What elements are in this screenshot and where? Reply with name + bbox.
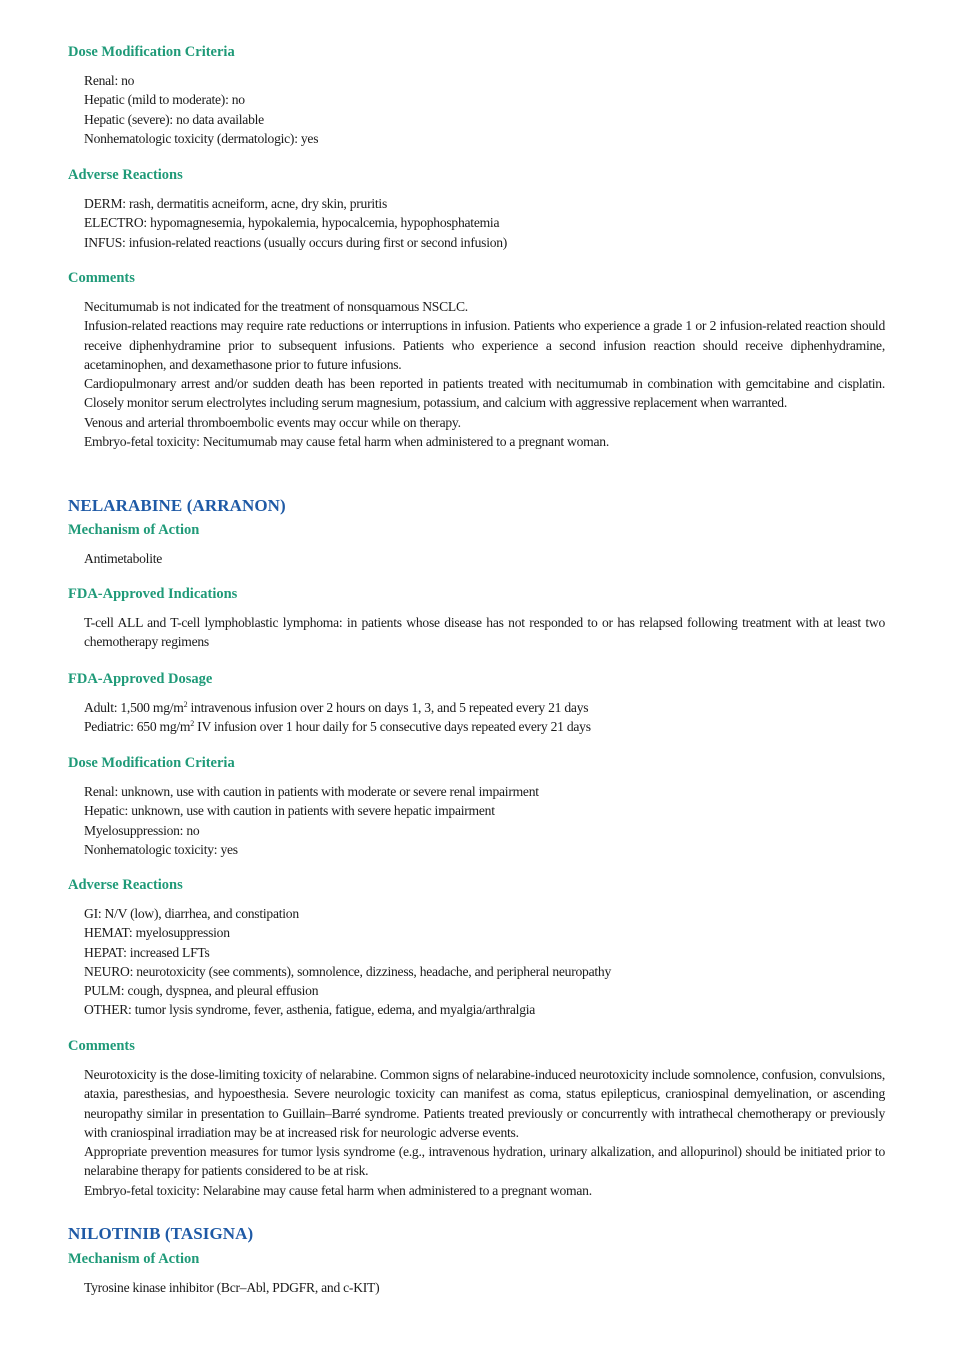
mechanism-heading: Mechanism of Action bbox=[68, 1251, 200, 1267]
mechanism-text: Tyrosine kinase inhibitor (Bcr–Abl, PDGF… bbox=[84, 1280, 380, 1295]
comments-list: Necitumumab is not indicated for the tre… bbox=[84, 297, 885, 451]
drug-title-nelarabine: NELARABINE (ARRANON) bbox=[68, 496, 286, 515]
list-item: NEURO: neurotoxicity (see comments), som… bbox=[84, 963, 611, 979]
dose-modification-heading: Dose Modification Criteria bbox=[68, 755, 235, 771]
list-item: Nonhematologic toxicity: yes bbox=[84, 841, 238, 857]
comment-paragraph: Venous and arterial thromboembolic event… bbox=[84, 414, 461, 430]
dosage-adult: Adult: 1,500 mg/m2 intravenous infusion … bbox=[84, 700, 589, 715]
dosage-list: Adult: 1,500 mg/m2 intravenous infusion … bbox=[84, 698, 885, 737]
mechanism-heading: Mechanism of Action bbox=[68, 522, 200, 538]
adverse-reactions-list: GI: N/V (low), diarrhea, and constipatio… bbox=[84, 904, 885, 1020]
comment-paragraph: Cardiopulmonary arrest and/or sudden dea… bbox=[84, 376, 885, 411]
comment-paragraph: Neurotoxicity is the dose-limiting toxic… bbox=[84, 1067, 885, 1140]
list-item: HEPAT: increased LFTs bbox=[84, 944, 210, 960]
list-item: INFUS: infusion-related reactions (usual… bbox=[84, 234, 508, 250]
adverse-reactions-heading: Adverse Reactions bbox=[68, 167, 183, 183]
indications-heading: FDA-Approved Indications bbox=[68, 586, 238, 602]
comment-paragraph: Embryo-fetal toxicity: Necitumumab may c… bbox=[84, 434, 609, 450]
list-item: Hepatic (severe): no data available bbox=[84, 111, 264, 127]
list-item: Hepatic: unknown, use with caution in pa… bbox=[84, 803, 495, 819]
indications-text: T-cell ALL and T-cell lymphoblastic lymp… bbox=[84, 615, 885, 650]
drug-title-nilotinib: NILOTINIB (TASIGNA) bbox=[68, 1224, 254, 1243]
dose-modification-list: Renal: unknown, use with caution in pati… bbox=[84, 782, 885, 859]
dosage-pediatric: Pediatric: 650 mg/m2 IV infusion over 1 … bbox=[84, 719, 591, 735]
list-item: OTHER: tumor lysis syndrome, fever, asth… bbox=[84, 1002, 536, 1018]
list-item: DERM: rash, dermatitis acneiform, acne, … bbox=[84, 196, 387, 211]
comment-paragraph: Necitumumab is not indicated for the tre… bbox=[84, 299, 468, 314]
comment-paragraph: Appropriate prevention measures for tumo… bbox=[84, 1144, 885, 1179]
list-item: Hepatic (mild to moderate): no bbox=[84, 92, 245, 108]
comment-paragraph: Infusion-related reactions may require r… bbox=[84, 318, 885, 372]
comments-heading: Comments bbox=[68, 270, 135, 286]
dose-modification-list: Renal: no Hepatic (mild to moderate): no… bbox=[84, 71, 885, 148]
dosage-heading: FDA-Approved Dosage bbox=[68, 671, 213, 687]
list-item: PULM: cough, dyspnea, and pleural effusi… bbox=[84, 983, 319, 999]
list-item: Renal: no bbox=[84, 73, 135, 88]
adverse-reactions-heading: Adverse Reactions bbox=[68, 877, 183, 893]
comments-list: Neurotoxicity is the dose-limiting toxic… bbox=[84, 1065, 885, 1200]
list-item: HEMAT: myelosuppression bbox=[84, 925, 230, 941]
comment-paragraph: Embryo-fetal toxicity: Nelarabine may ca… bbox=[84, 1182, 592, 1198]
list-item: ELECTRO: hypomagnesemia, hypokalemia, hy… bbox=[84, 215, 500, 231]
adverse-reactions-list: DERM: rash, dermatitis acneiform, acne, … bbox=[84, 194, 885, 252]
list-item: GI: N/V (low), diarrhea, and constipatio… bbox=[84, 906, 299, 921]
list-item: Nonhematologic toxicity (dermatologic): … bbox=[84, 130, 319, 146]
list-item: Myelosuppression: no bbox=[84, 822, 200, 838]
comments-heading: Comments bbox=[68, 1038, 135, 1054]
dose-modification-heading: Dose Modification Criteria bbox=[68, 44, 235, 60]
mechanism-text: Antimetabolite bbox=[84, 551, 163, 566]
list-item: Renal: unknown, use with caution in pati… bbox=[84, 784, 539, 799]
